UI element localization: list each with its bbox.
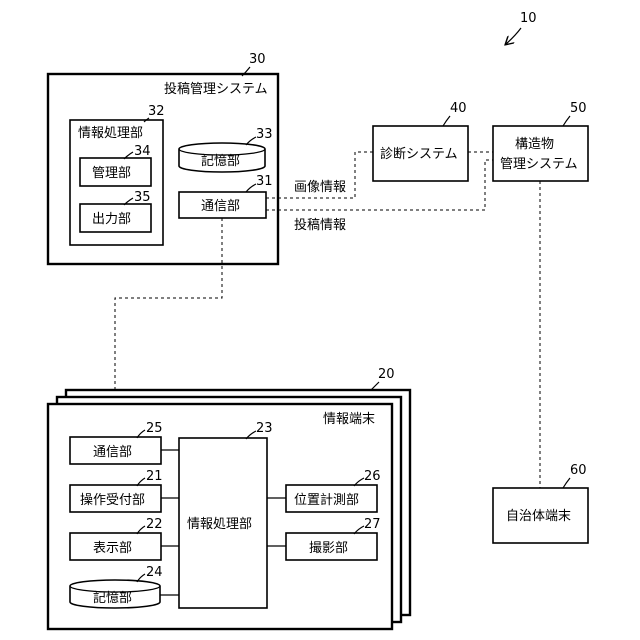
posting-system-ref: 30 — [249, 52, 266, 67]
posting-management-system: 投稿管理システム 30 情報処理部 32 管理部 34 出力部 35 記憶部 3… — [48, 52, 278, 264]
terminal-label: 情報端末 — [323, 412, 375, 427]
terminal-ref: 20 — [378, 367, 395, 382]
storage-bottom-ref: 24 — [146, 565, 163, 580]
display-label: 表示部 — [93, 541, 132, 556]
comm-top-label: 通信部 — [201, 199, 240, 214]
system-ref-arrow — [506, 28, 521, 44]
diagnosis-system-ref: 40 — [450, 101, 467, 116]
operation-ref: 21 — [146, 469, 163, 484]
management-ref: 34 — [134, 144, 151, 159]
posting-system-label: 投稿管理システム — [164, 81, 268, 97]
storage-top-label: 記憶部 — [201, 153, 240, 169]
storage-top-ref: 33 — [256, 127, 273, 142]
position-label: 位置計測部 — [294, 492, 359, 508]
image-info-label: 画像情報 — [294, 180, 346, 195]
comm-bottom-ref: 25 — [146, 421, 163, 436]
info-processing-top-ref: 32 — [148, 104, 165, 119]
municipal-terminal-label: 自治体端末 — [506, 509, 571, 524]
comm-bottom-label: 通信部 — [93, 445, 132, 460]
structure-system-box — [493, 126, 588, 181]
structure-label-line1: 構造物 — [515, 137, 554, 152]
camera-label: 撮影部 — [309, 540, 348, 556]
operation-label: 操作受付部 — [80, 492, 145, 508]
output-ref: 35 — [134, 190, 151, 205]
post-info-label: 投稿情報 — [294, 217, 346, 233]
position-ref: 26 — [364, 469, 381, 484]
diagnosis-system-label: 診断システム — [380, 146, 458, 162]
comm-top-ref: 31 — [256, 174, 273, 189]
display-ref: 22 — [146, 517, 163, 532]
information-terminal: 情報端末 20 情報処理部 23 通信部 25 操作受付部 21 表示部 22 … — [48, 367, 410, 629]
info-processing-top-label: 情報処理部 — [78, 126, 143, 141]
camera-ref: 27 — [364, 517, 381, 532]
output-label: 出力部 — [92, 212, 131, 227]
structure-system-ref: 50 — [570, 101, 587, 116]
municipal-terminal-ref: 60 — [570, 463, 587, 478]
management-label: 管理部 — [92, 166, 131, 181]
structure-label-line2: 管理システム — [500, 157, 578, 172]
info-processing-bottom-ref: 23 — [256, 421, 273, 436]
info-processing-bottom-label: 情報処理部 — [187, 517, 252, 532]
system-ref-label: 10 — [520, 11, 537, 26]
storage-bottom-label: 記憶部 — [93, 590, 132, 606]
